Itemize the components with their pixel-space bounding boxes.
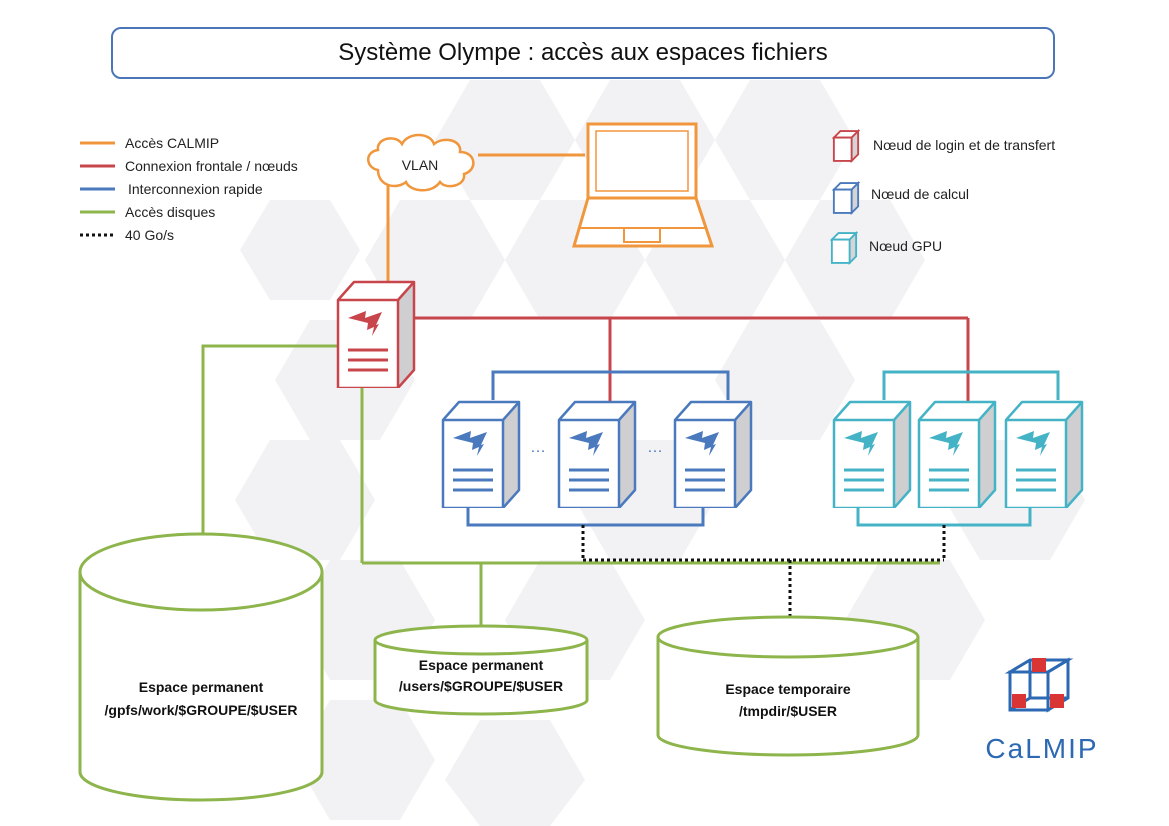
storage-tmpdir-path: /tmpdir/$USER xyxy=(739,703,837,719)
calmip-access-links xyxy=(386,153,585,282)
gpu-node-server-icon-1 xyxy=(832,400,912,508)
node-legend-gpu: Nœud GPU xyxy=(869,238,942,254)
storage-users-title: Espace permanent xyxy=(419,657,544,673)
laptop-icon xyxy=(572,122,715,248)
storage-users-path: /users/$GROUPE/$USER xyxy=(399,678,563,694)
compute-node-legend-icon xyxy=(832,182,860,214)
title-box: Système Olympe : accès aux espaces fichi… xyxy=(111,27,1055,79)
disk-access-links xyxy=(201,344,940,630)
legend-label-acces-disques: Accès disques xyxy=(125,204,215,220)
frontend-node-links xyxy=(413,316,970,412)
node-legend-login: Nœud de login et de transfert xyxy=(873,137,1055,153)
gpu-node-server-icon-3 xyxy=(1004,400,1084,508)
vlan-label: VLAN xyxy=(402,157,439,173)
legend-label-connexion-frontale: Connexion frontale / nœuds xyxy=(125,158,298,174)
login-node-legend-icon xyxy=(832,130,860,162)
storage-users: Espace permanent /users/$GROUPE/$USER xyxy=(373,624,589,716)
storage-gpfs-title: Espace permanent xyxy=(139,679,264,695)
storage-tmpdir: Espace temporaire /tmpdir/$USER xyxy=(656,615,920,757)
node-legend: Nœud de login et de transfert Nœud de ca… xyxy=(830,130,1055,264)
calmip-logo-text: CaLMIP xyxy=(985,733,1098,764)
compute-ellipsis-1: … xyxy=(530,439,546,456)
legend-label-40go: 40 Go/s xyxy=(125,227,174,243)
compute-node-server-icon-1 xyxy=(441,400,521,508)
calmip-logo: CaLMIP xyxy=(985,657,1098,764)
storage-gpfs-path: /gpfs/work/$GROUPE/$USER xyxy=(105,702,298,718)
storage-gpfs-work: Espace permanent /gpfs/work/$GROUPE/$USE… xyxy=(78,532,324,802)
line-legend: Accès CALMIP Connexion frontale / nœuds … xyxy=(80,135,298,243)
gpu-node-legend-icon xyxy=(830,232,858,264)
compute-node-server-icon-2 xyxy=(557,400,637,508)
fast-storage-links xyxy=(581,525,946,622)
compute-interconnect xyxy=(466,370,730,527)
storage-tmpdir-title: Espace temporaire xyxy=(725,681,850,697)
login-node-server-icon xyxy=(336,280,416,388)
gpu-node-server-icon-2 xyxy=(917,400,997,508)
node-legend-calcul: Nœud de calcul xyxy=(871,186,969,202)
legend-label-acces-calmip: Accès CALMIP xyxy=(125,135,219,151)
legend-label-interconnexion: Interconnexion rapide xyxy=(128,181,263,197)
compute-node-server-icon-3 xyxy=(673,400,753,508)
vlan-cloud-icon: VLAN xyxy=(367,133,475,192)
compute-ellipsis-2: … xyxy=(647,439,663,456)
page-title: Système Olympe : accès aux espaces fichi… xyxy=(338,39,828,66)
